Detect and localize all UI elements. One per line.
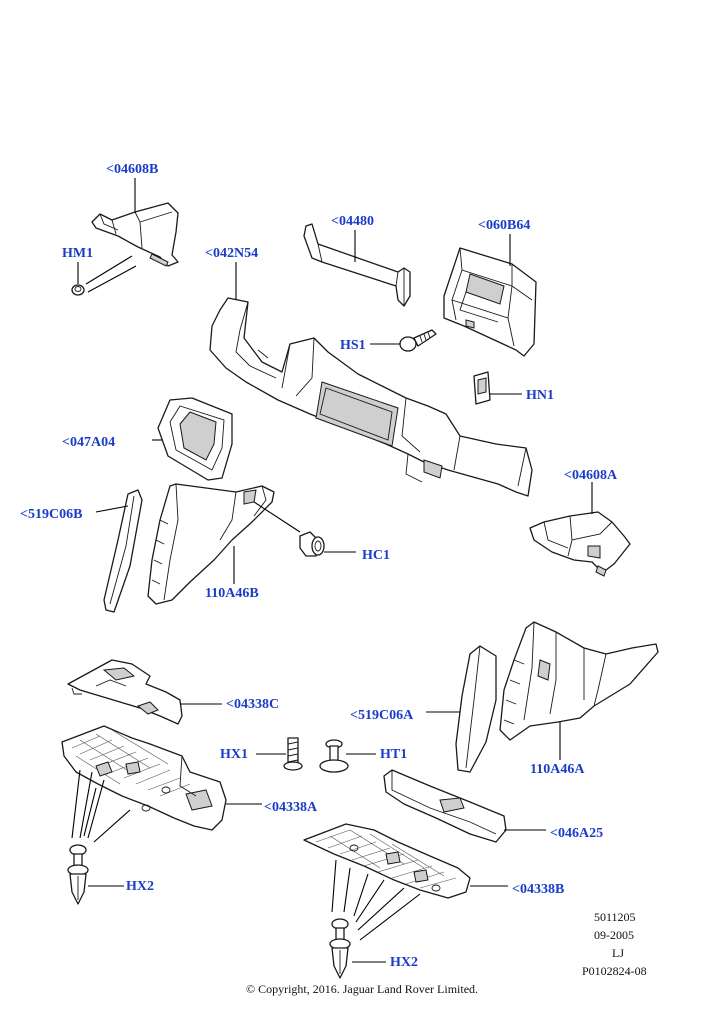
part-060B64 <box>443 247 537 357</box>
drawing-initials: LJ <box>612 946 624 960</box>
part-HS1 <box>399 329 437 352</box>
label-HX1[interactable]: HX1 <box>220 747 248 762</box>
part-519C06A <box>455 645 497 773</box>
label-04338B[interactable]: <04338B <box>512 882 565 897</box>
label-HX2-right[interactable]: HX2 <box>390 955 418 970</box>
leader-04338B-fasteners <box>331 859 421 941</box>
part-110A46B <box>147 483 275 605</box>
label-047A04[interactable]: <047A04 <box>62 435 116 450</box>
label-HN1[interactable]: HN1 <box>526 388 554 403</box>
label-046A25[interactable]: <046A25 <box>550 826 604 841</box>
label-519C06A[interactable]: <519C06A <box>350 708 414 723</box>
part-519C06B <box>103 489 143 613</box>
drawing-reference: P0102824-08 <box>582 964 647 978</box>
label-HX2-left[interactable]: HX2 <box>126 879 154 894</box>
leader-HM1-lines <box>85 255 137 293</box>
part-042N54 <box>209 297 533 497</box>
label-04338A[interactable]: <04338A <box>264 800 318 815</box>
leader-HC1-line <box>253 501 301 533</box>
part-HM1 <box>71 284 85 296</box>
label-110A46A[interactable]: 110A46A <box>530 762 585 777</box>
part-HT1 <box>319 739 349 773</box>
label-110A46B[interactable]: 110A46B <box>205 586 259 601</box>
label-HC1[interactable]: HC1 <box>362 548 390 563</box>
part-047A04 <box>157 397 233 481</box>
part-04608A <box>529 511 631 577</box>
part-04338B <box>303 823 471 899</box>
drawing-code: 5011205 <box>594 910 636 924</box>
label-042N54[interactable]: <042N54 <box>205 246 259 261</box>
label-04608B[interactable]: <04608B <box>106 162 159 177</box>
label-060B64[interactable]: <060B64 <box>478 218 531 233</box>
part-046A25 <box>383 769 507 843</box>
label-HS1[interactable]: HS1 <box>340 338 366 353</box>
part-HN1 <box>473 371 491 405</box>
part-HX2-left <box>67 844 89 905</box>
part-HC1 <box>299 531 325 557</box>
part-04480 <box>303 223 411 307</box>
part-HX1 <box>283 737 303 771</box>
label-519C06B[interactable]: <519C06B <box>20 507 83 522</box>
part-110A46A <box>499 621 659 741</box>
label-HT1[interactable]: HT1 <box>380 747 408 762</box>
part-04338A <box>61 725 227 831</box>
part-04608B <box>91 202 179 267</box>
label-HM1[interactable]: HM1 <box>62 246 94 261</box>
label-04480[interactable]: <04480 <box>331 214 374 229</box>
label-04608A[interactable]: <04608A <box>564 468 618 483</box>
drawing-date: 09-2005 <box>594 928 634 942</box>
copyright-notice: © Copyright, 2016. Jaguar Land Rover Lim… <box>245 982 479 996</box>
part-HX2-right <box>329 918 351 979</box>
label-04338C[interactable]: <04338C <box>226 697 280 712</box>
leader-04338A-fasteners <box>71 769 131 843</box>
leader-519C06B <box>95 505 129 513</box>
part-04338C <box>67 659 183 725</box>
